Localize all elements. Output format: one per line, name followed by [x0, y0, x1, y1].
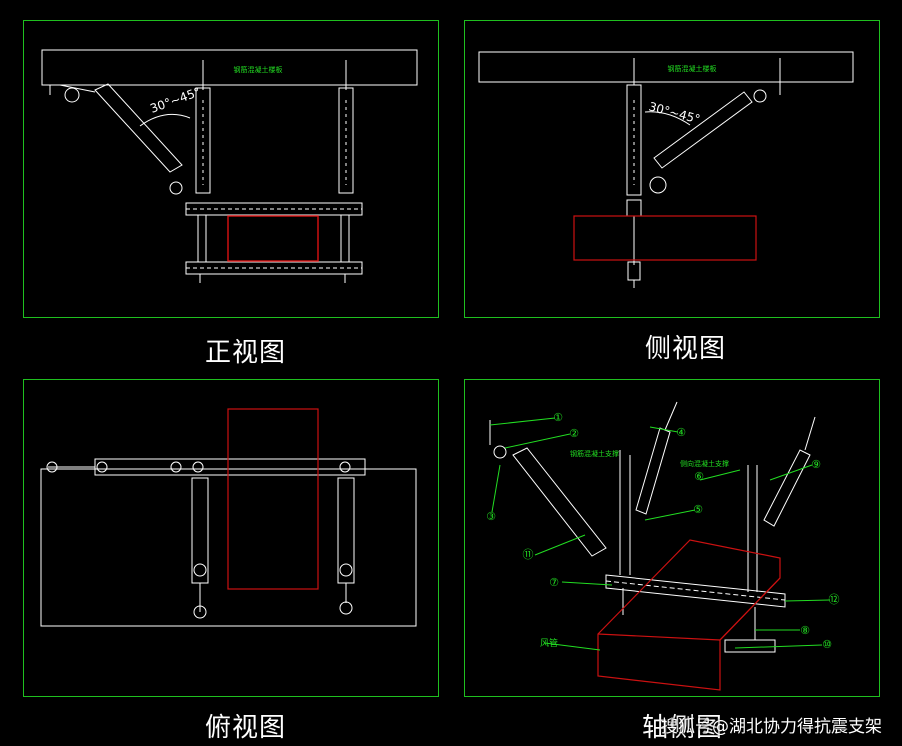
callout-2: ②: [569, 427, 579, 440]
iso-view-frame: [464, 379, 880, 697]
callout-10: ⑩: [822, 638, 832, 651]
callout-5: ⑤: [693, 503, 703, 516]
side-view-caption: 侧视图: [645, 334, 727, 364]
top-view-frame: [23, 379, 439, 697]
watermark: 搜狐号@湖北协力得抗震支架: [661, 717, 882, 737]
iso-crossbar: [605, 574, 786, 608]
iso-duct: [597, 539, 781, 691]
callout-1: ①: [553, 411, 563, 424]
front-view-caption: 正视图: [205, 338, 287, 368]
top-duct: [227, 408, 319, 590]
side-duct: [573, 215, 757, 261]
side-slab: [478, 51, 854, 83]
side-angle-label: 30°~45°: [647, 99, 701, 126]
iso-callout-leaders: [489, 417, 831, 651]
side-view: 钢筋混凝土楼板 30°~45°: [478, 51, 854, 288]
iso-right-brace: [763, 449, 811, 527]
iso-label-lateral: 钢筋混凝土支撑: [570, 449, 619, 458]
callout-3: ③: [486, 510, 496, 523]
callout-4: ④: [676, 426, 686, 439]
iso-label-longitudinal: 侧向混凝土支撑: [680, 459, 729, 468]
iso-label-duct: 风管: [540, 637, 558, 649]
top-view-caption: 俯视图: [205, 713, 287, 743]
callout-7: ⑦: [549, 576, 559, 589]
front-duct: [227, 215, 319, 262]
side-view-frame: [464, 20, 880, 318]
iso-view: [489, 401, 816, 653]
front-slab: [41, 49, 418, 86]
iso-callout-numbers: ① ② ③ ④ ⑤ ⑥ ⑦ ⑧ ⑨ ⑩ ⑪ ⑫: [486, 411, 839, 651]
front-view: 钢筋混凝土楼板 30°~45°: [41, 49, 418, 283]
callout-11: ⑪: [523, 548, 534, 561]
callout-8: ⑧: [800, 624, 810, 637]
side-beam-label: 钢筋混凝土楼板: [668, 64, 717, 73]
iso-view-caption: 轴侧图: [642, 713, 724, 743]
callout-6: ⑥: [694, 470, 704, 483]
front-beam-label: 钢筋混凝土楼板: [234, 65, 283, 74]
front-view-frame: [23, 20, 439, 318]
callout-9: ⑨: [811, 458, 821, 471]
iso-left-brace: [512, 447, 607, 557]
iso-mid-brace: [635, 427, 671, 515]
front-angle-label: 30°~45°: [148, 85, 202, 116]
iso-labels: 钢筋混凝土支撑 侧向混凝土支撑 风管: [540, 449, 729, 649]
callout-12: ⑫: [829, 593, 840, 606]
